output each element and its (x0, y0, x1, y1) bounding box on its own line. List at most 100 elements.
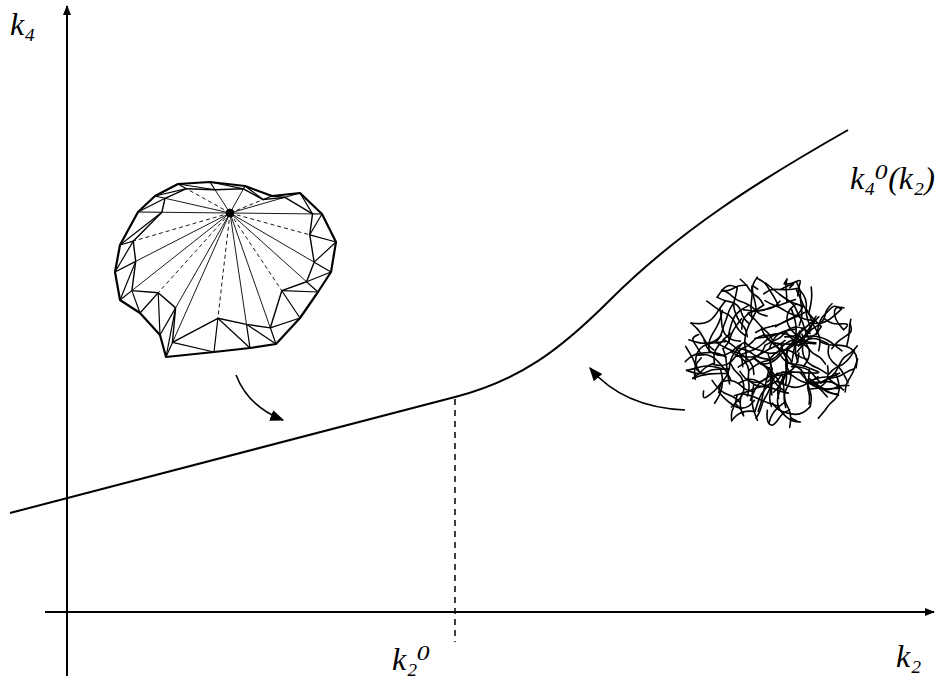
polytope-vertex (226, 209, 234, 217)
polytope-edge (120, 212, 162, 245)
polymer-branch (740, 279, 763, 305)
polytope-edge (218, 318, 250, 348)
axis-label: k₄ (10, 8, 35, 40)
polymer-branch (777, 339, 816, 352)
polytope-edge (155, 196, 165, 198)
critical-line (454, 399, 456, 642)
polymer-branch (704, 340, 745, 356)
polymer-branch (745, 342, 777, 353)
polytope-edge (307, 282, 318, 292)
polymer-branch (809, 287, 812, 314)
axes (45, 6, 934, 676)
polymer-branch (717, 285, 737, 297)
transition-curve (10, 130, 848, 513)
polymer-branch (691, 301, 725, 324)
polymer-branch (719, 392, 755, 408)
polymer-branch (825, 319, 848, 330)
polymer-branch (788, 363, 811, 406)
polytope-edge (307, 272, 331, 282)
polymer-branch (693, 363, 715, 378)
polytope-edge (230, 200, 263, 213)
polymer-branch (730, 363, 744, 407)
axis-label: k₂ (896, 640, 921, 672)
polytope-edge (230, 213, 313, 215)
polymer-branch (722, 290, 767, 316)
polymer-branch (807, 310, 820, 351)
polymer-branch (818, 373, 839, 418)
polymer-branch (709, 311, 723, 353)
y-axis (66, 6, 68, 676)
polytope-edge (132, 291, 140, 313)
flow-arrow (590, 368, 685, 410)
polymer-branch (731, 395, 737, 421)
polytope-edge (158, 213, 230, 293)
polymer-branch (732, 411, 755, 420)
polymer-branch (691, 323, 714, 350)
polymer-branch (785, 281, 800, 296)
polytope-edge (172, 342, 214, 352)
polytope-edge (230, 213, 307, 282)
polymer-branch (800, 372, 838, 394)
polytope-edge (230, 213, 246, 324)
polytope-edge (270, 318, 300, 328)
polytope-edge (138, 198, 165, 212)
polymer-branch (716, 302, 734, 342)
polytope-edge (133, 213, 230, 241)
x-axis (45, 611, 934, 613)
polytope-edge (282, 291, 318, 292)
polymer-branch (777, 391, 800, 421)
polytope-edge (160, 308, 176, 335)
polytope-edge (140, 293, 158, 313)
polytope-edge (176, 213, 230, 308)
polytope-edge (138, 211, 162, 212)
polymer-branch (772, 343, 816, 345)
polytope-edge (272, 196, 285, 197)
polymer-branch (835, 307, 844, 330)
polytope-edge (314, 242, 336, 262)
polytope-edge (210, 182, 243, 189)
polytope-edge (310, 235, 336, 242)
polymer-branch (715, 369, 723, 403)
polytope-edge (282, 291, 300, 318)
polytope-edge (165, 198, 230, 213)
polymer-branch (772, 403, 810, 414)
polytope-edge (263, 196, 272, 200)
polytope-edge (158, 293, 160, 335)
polytope-edge (186, 189, 230, 213)
polymer-branch (713, 349, 741, 366)
polymer-branch (768, 354, 772, 407)
polytope-edge (230, 197, 285, 213)
polytope-edge (300, 193, 313, 214)
polymer-branch (784, 279, 787, 303)
polymer-branch (798, 288, 811, 329)
polytope-outline (115, 182, 336, 357)
crumpled-polytope (115, 182, 336, 357)
polytope-edge (132, 213, 230, 291)
polytope-edge (313, 213, 322, 214)
polymer-branch (765, 301, 814, 321)
axis-label: k₂⁰ (392, 643, 430, 675)
polymer-branch (744, 300, 796, 312)
flow-arrow (236, 375, 283, 420)
polytope-edge (230, 213, 314, 262)
polytope-edge (178, 184, 215, 190)
polytope-edge (310, 214, 322, 235)
polytope-ring (132, 189, 314, 343)
polytope-edge (162, 212, 230, 214)
polytope-edge (230, 213, 282, 291)
polymer-branch (845, 359, 857, 392)
polytope-edge (155, 189, 186, 196)
polytope-edge (172, 213, 230, 342)
polymer-branch (828, 346, 848, 383)
polymer-branch (817, 306, 842, 334)
polymer-branch (742, 305, 764, 329)
branched-polymer (685, 277, 857, 427)
polymer-branch (720, 308, 741, 341)
polytope-edge (246, 324, 276, 344)
polytope-edge (120, 261, 136, 300)
polytope-edge (314, 262, 331, 272)
polymer-branch (829, 351, 855, 375)
polytope-edge (245, 186, 263, 200)
polymer-branch (758, 368, 769, 412)
